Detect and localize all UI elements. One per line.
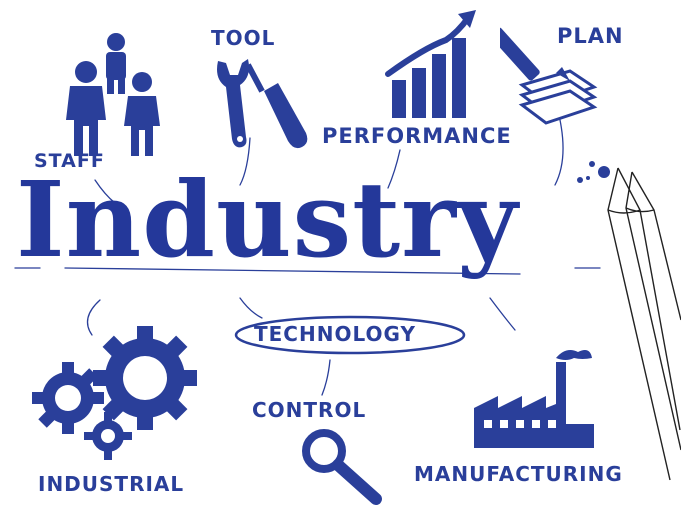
plan-pen-paper-icon <box>500 27 598 125</box>
manufacturing-label: MANUFACTURING <box>414 462 623 486</box>
control-label: CONTROL <box>252 398 367 422</box>
factory-icon <box>474 350 594 448</box>
industrial-label: INDUSTRIAL <box>38 472 185 496</box>
gears-icon <box>32 326 197 460</box>
technology-label: TECHNOLOGY <box>254 322 416 346</box>
technology-oval <box>234 315 466 355</box>
performance-label: PERFORMANCE <box>322 124 512 148</box>
industry-title: Industry <box>16 158 519 281</box>
staff-people-icon <box>66 33 160 156</box>
magnifier-icon <box>302 429 382 505</box>
performance-bar-chart-icon <box>385 10 476 118</box>
tool-label: TOOL <box>211 26 276 50</box>
wrench-screwdriver-icon <box>217 59 308 149</box>
pencils-icon <box>577 161 681 481</box>
plan-label: PLAN <box>557 24 624 48</box>
staff-label: STAFF <box>34 150 105 172</box>
